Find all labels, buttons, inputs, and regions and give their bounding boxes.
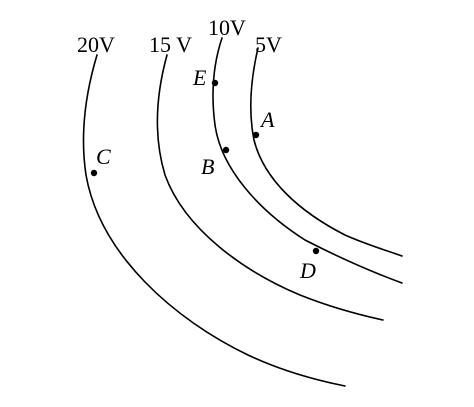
- equipotential-line-5v: [250, 47, 403, 257]
- point-a-dot: [252, 131, 260, 139]
- equipotential-line-10v: [212, 37, 403, 284]
- label-10v: 10V: [208, 15, 246, 40]
- point-d-dot: [312, 247, 320, 255]
- equipotential-line-15v: [156, 54, 384, 321]
- label-15v: 15 V: [149, 32, 192, 57]
- label-20v: 20V: [77, 32, 115, 57]
- label-point-a: A: [259, 107, 275, 132]
- label-point-d: D: [299, 258, 316, 283]
- point-b-dot: [222, 146, 230, 154]
- equipotential-line-20v: [82, 54, 346, 387]
- label-point-c: C: [96, 144, 111, 169]
- label-point-b: B: [201, 154, 214, 179]
- label-point-e: E: [192, 65, 207, 90]
- point-e-dot: [211, 79, 219, 87]
- label-5v: 5V: [255, 32, 282, 57]
- point-c-dot: [90, 169, 98, 177]
